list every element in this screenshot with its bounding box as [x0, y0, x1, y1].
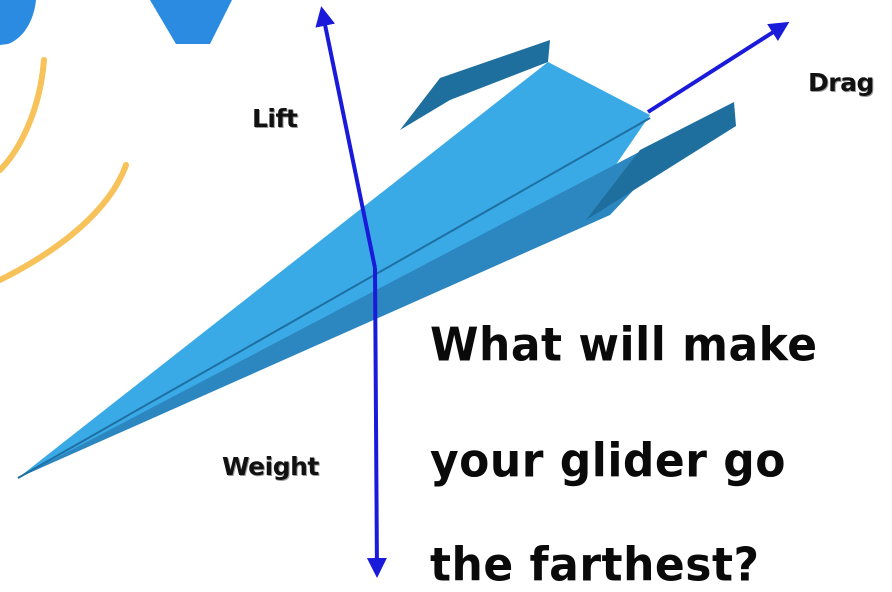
swoosh-decoration	[0, 57, 129, 283]
question-line-3: the farthest?	[430, 538, 760, 592]
question-line-2: your glider go	[430, 434, 786, 489]
partial-title-letters	[0, 0, 232, 45]
drag-arrow	[646, 21, 790, 114]
drag-label: Drag	[808, 68, 874, 97]
lift-label: Lift	[252, 104, 298, 133]
weight-label: Weight	[222, 452, 319, 481]
question-line-1: What will make	[430, 318, 818, 373]
force-arrows	[315, 6, 790, 578]
weight-arrow	[366, 267, 387, 578]
lift-arrow	[315, 6, 377, 269]
paper-glider	[17, 40, 736, 479]
